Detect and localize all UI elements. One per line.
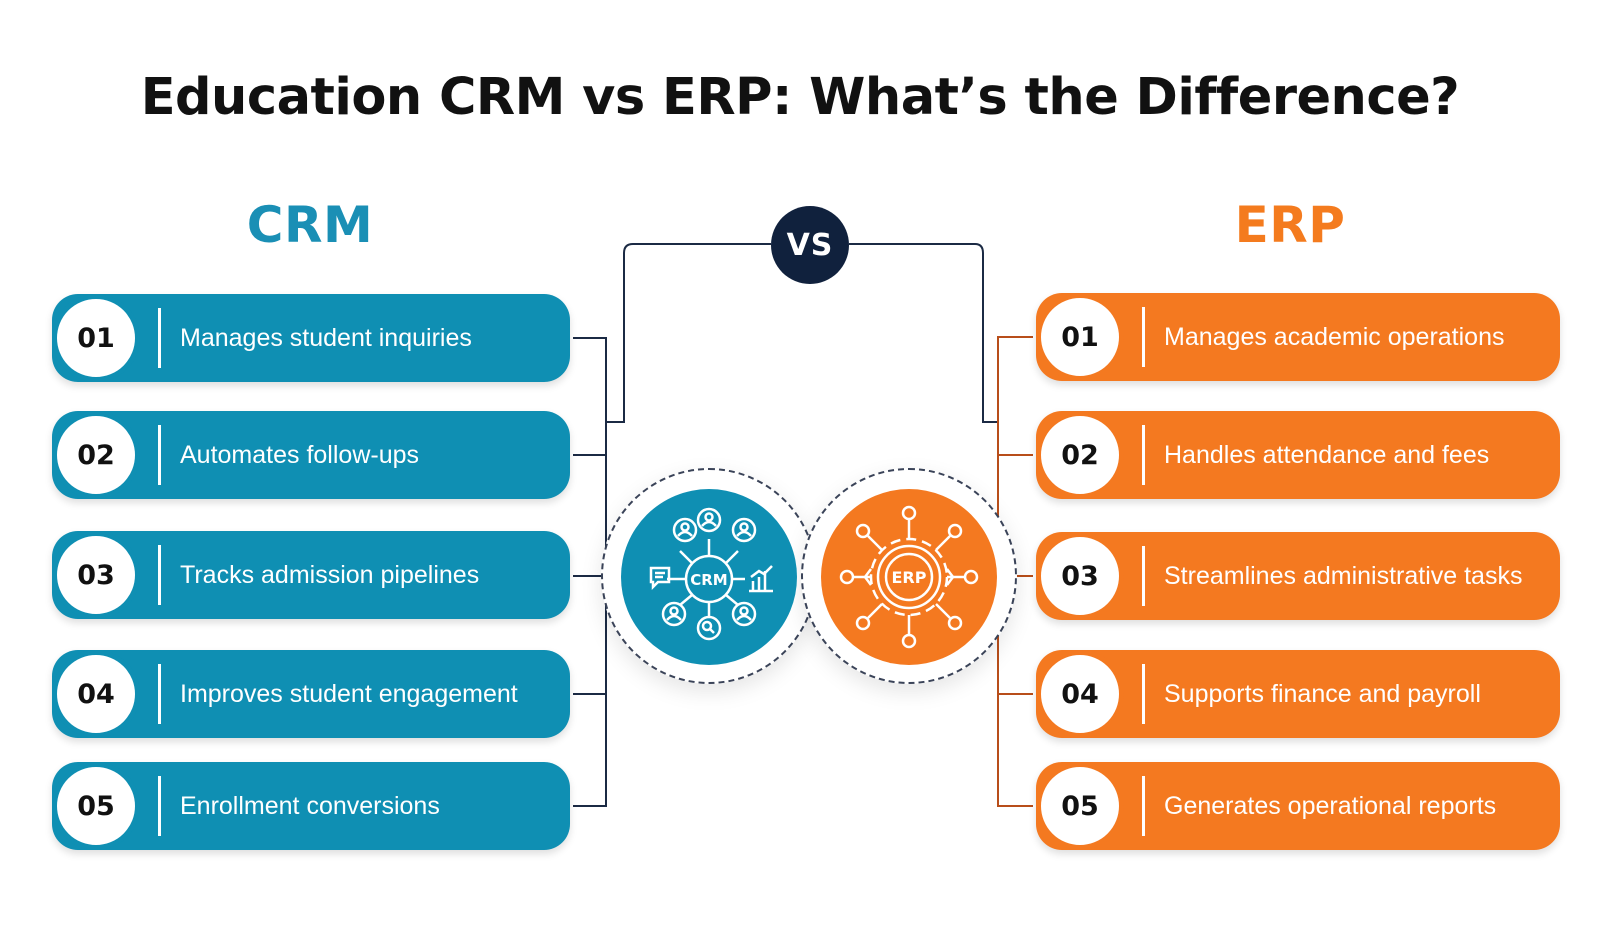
erp-item-05: 05 Generates operational reports bbox=[1036, 762, 1560, 850]
erp-item-number: 03 bbox=[1036, 532, 1124, 620]
divider bbox=[1142, 425, 1145, 485]
crm-hub: CRM bbox=[621, 489, 797, 665]
crm-item-text: Enrollment conversions bbox=[180, 791, 440, 820]
divider bbox=[1142, 664, 1145, 724]
divider bbox=[158, 308, 161, 368]
divider bbox=[158, 664, 161, 724]
chat-bubble-icon bbox=[649, 566, 671, 591]
crm-item-number: 01 bbox=[52, 294, 140, 382]
crm-item-05: 05 Enrollment conversions bbox=[52, 762, 570, 850]
page-title: Education CRM vs ERP: What’s the Differe… bbox=[140, 68, 1460, 127]
user-node-icon bbox=[731, 601, 757, 627]
erp-hub: ERP bbox=[821, 489, 997, 665]
erp-item-text: Handles attendance and fees bbox=[1164, 440, 1490, 469]
erp-item-04: 04 Supports finance and payroll bbox=[1036, 650, 1560, 738]
erp-item-number: 01 bbox=[1036, 293, 1124, 381]
crm-hub-label: CRM bbox=[690, 571, 728, 589]
crm-item-number: 05 bbox=[52, 762, 140, 850]
crm-top-link bbox=[606, 243, 771, 423]
divider bbox=[158, 545, 161, 605]
erp-heading: ERP bbox=[1234, 196, 1346, 254]
crm-item-03: 03 Tracks admission pipelines bbox=[52, 531, 570, 619]
divider bbox=[1142, 546, 1145, 606]
crm-item-04: 04 Improves student engagement bbox=[52, 650, 570, 738]
erp-item-text: Generates operational reports bbox=[1164, 791, 1497, 820]
erp-item-number: 04 bbox=[1036, 650, 1124, 738]
erp-item-03: 03 Streamlines administrative tasks bbox=[1036, 532, 1560, 620]
erp-hub-label: ERP bbox=[892, 568, 927, 587]
erp-gear-network-icon: ERP bbox=[839, 505, 979, 649]
crm-item-text: Tracks admission pipelines bbox=[180, 560, 480, 589]
divider bbox=[1142, 776, 1145, 836]
user-node-icon bbox=[696, 507, 722, 533]
user-node-icon bbox=[661, 601, 687, 627]
erp-item-01: 01 Manages academic operations bbox=[1036, 293, 1560, 381]
erp-top-link bbox=[849, 243, 998, 423]
crm-item-number: 03 bbox=[52, 531, 140, 619]
divider bbox=[158, 776, 161, 836]
divider bbox=[158, 425, 161, 485]
user-node-icon bbox=[731, 517, 757, 543]
crm-item-02: 02 Automates follow-ups bbox=[52, 411, 570, 499]
crm-item-number: 04 bbox=[52, 650, 140, 738]
divider bbox=[1142, 307, 1145, 367]
crm-heading: CRM bbox=[246, 196, 374, 254]
crm-item-text: Automates follow-ups bbox=[180, 440, 420, 469]
crm-item-text: Manages student inquiries bbox=[180, 323, 472, 352]
bar-chart-icon bbox=[749, 565, 773, 593]
erp-item-02: 02 Handles attendance and fees bbox=[1036, 411, 1560, 499]
vs-badge: VS bbox=[771, 206, 849, 284]
erp-item-text: Manages academic operations bbox=[1164, 322, 1505, 351]
crm-network-icon: CRM bbox=[649, 507, 773, 641]
erp-item-number: 02 bbox=[1036, 411, 1124, 499]
crm-item-text: Improves student engagement bbox=[180, 679, 518, 708]
crm-item-number: 02 bbox=[52, 411, 140, 499]
erp-item-number: 05 bbox=[1036, 762, 1124, 850]
crm-item-01: 01 Manages student inquiries bbox=[52, 294, 570, 382]
user-node-icon bbox=[672, 517, 698, 543]
erp-item-text: Streamlines administrative tasks bbox=[1164, 561, 1523, 590]
search-node-icon bbox=[696, 615, 722, 641]
erp-item-text: Supports finance and payroll bbox=[1164, 679, 1481, 708]
